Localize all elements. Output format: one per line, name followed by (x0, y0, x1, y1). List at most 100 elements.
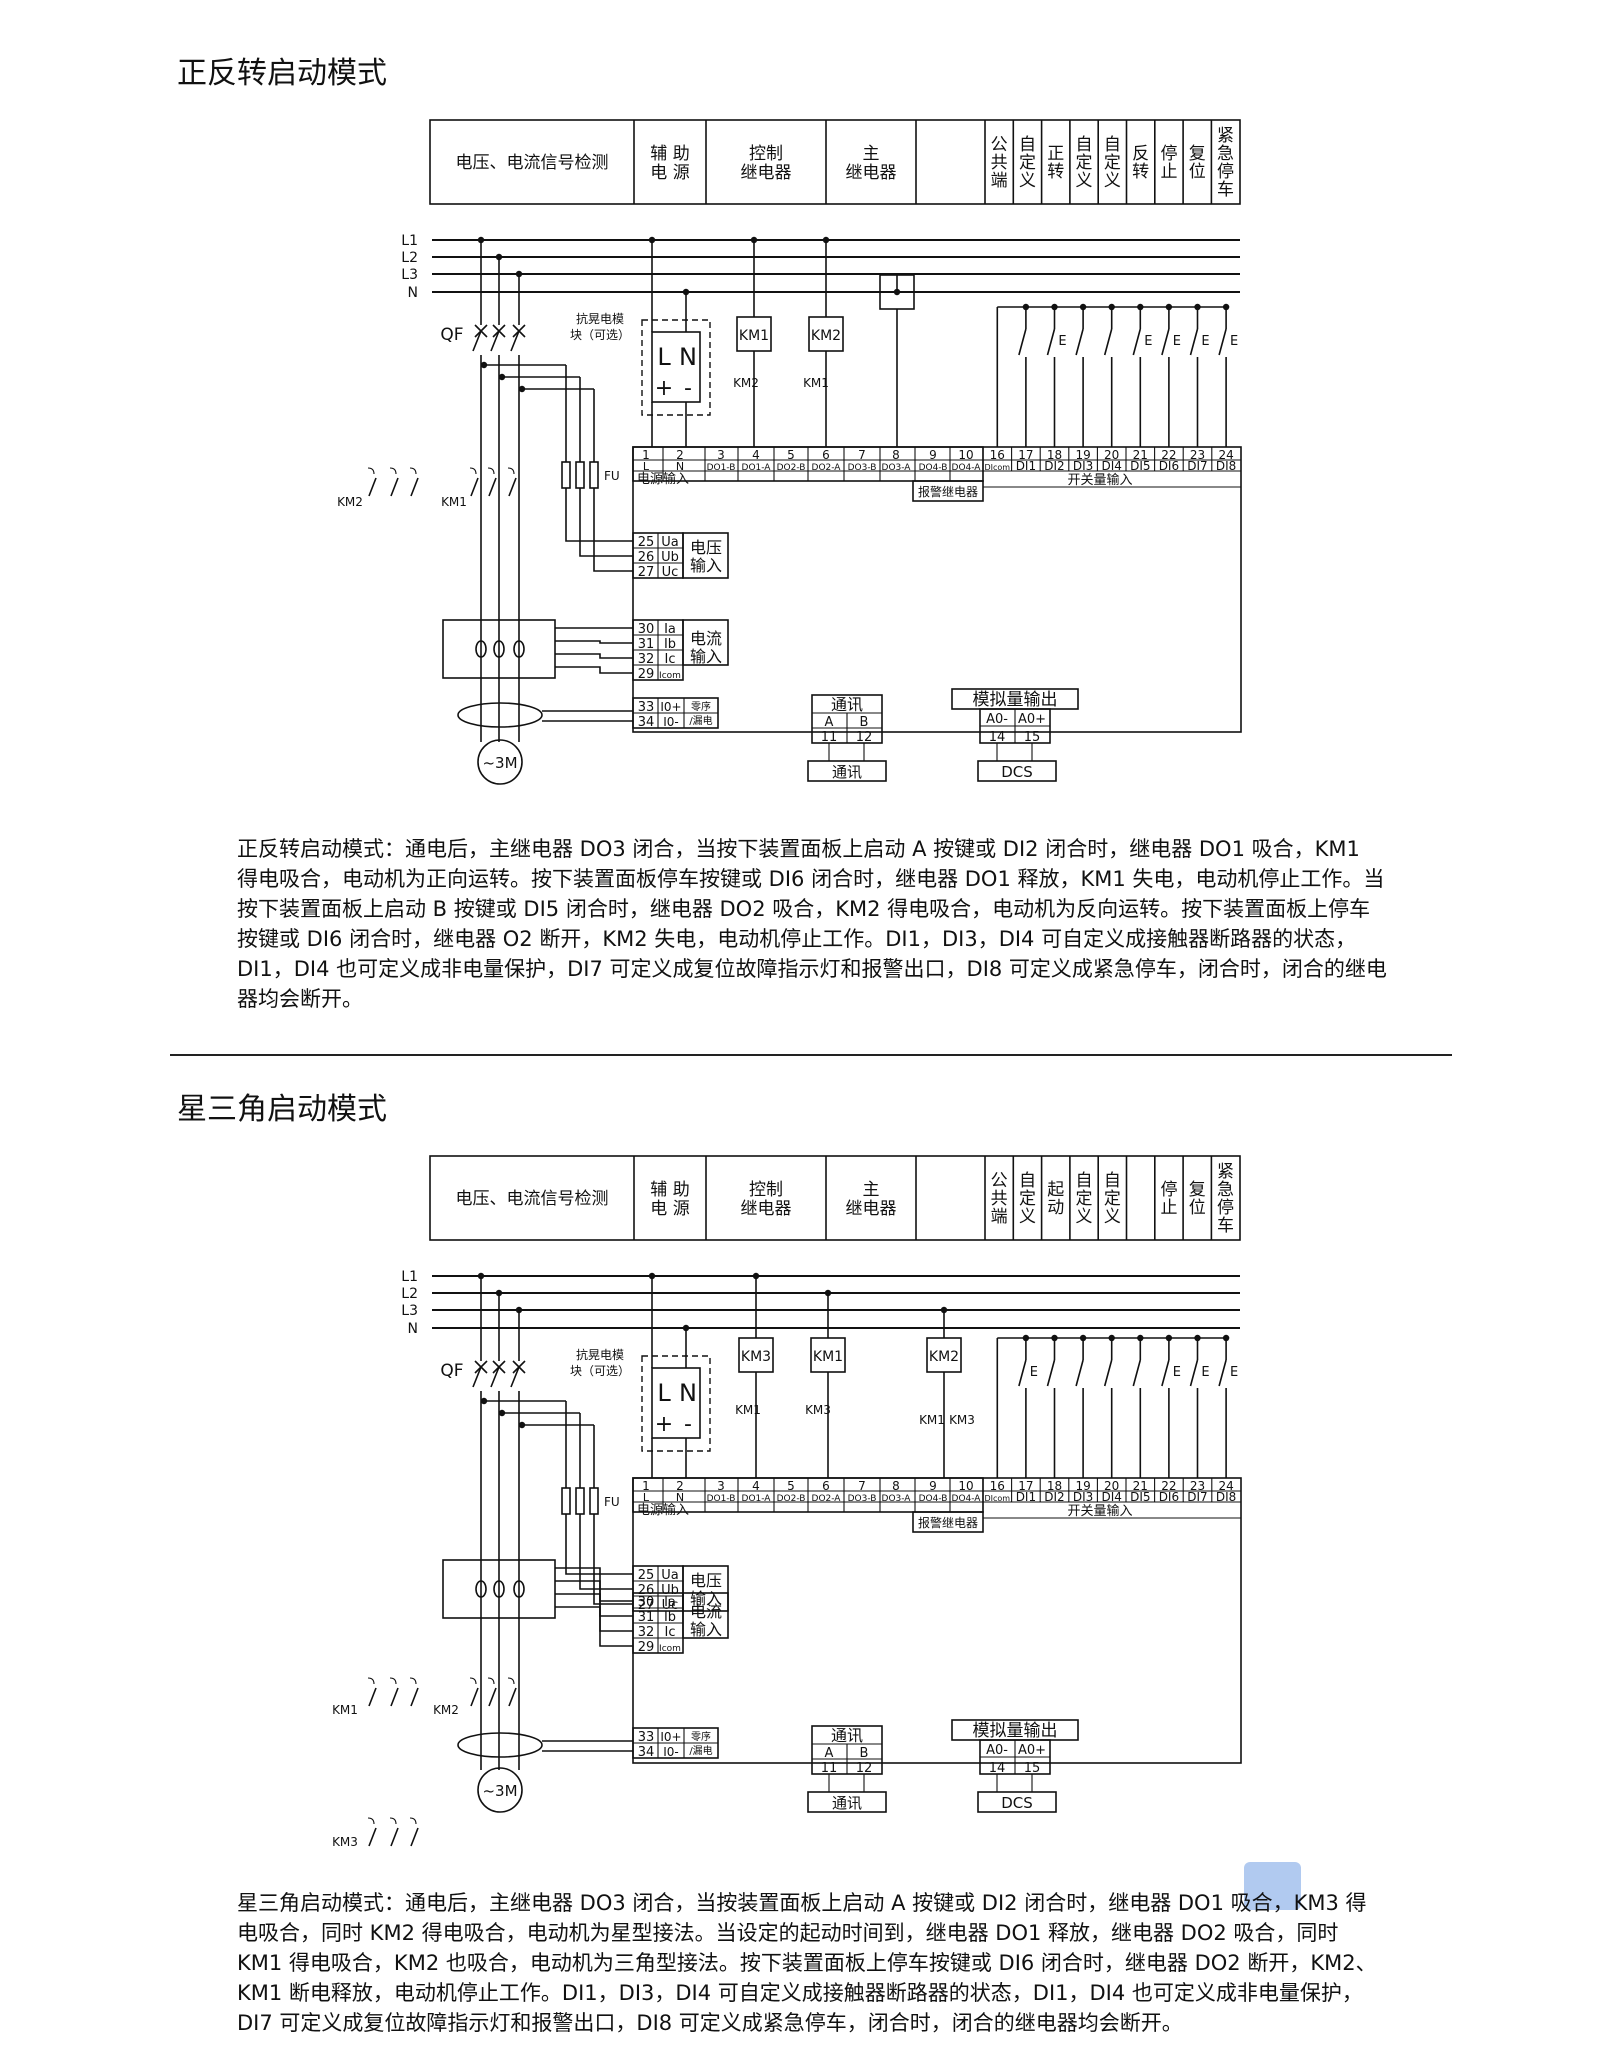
header-vertical-label: 停 (1217, 1198, 1234, 1218)
zero-terminal-number: 34 (638, 715, 655, 730)
dcs-box (977, 760, 1057, 782)
di-number: 16 (990, 448, 1005, 462)
current-input-label: 电流 (690, 629, 722, 648)
comm-ab-label: B (860, 715, 869, 730)
di-label: DI3 (1073, 1490, 1093, 1504)
header-cell-label: 控制 (749, 1180, 783, 1200)
breaker-contact (490, 330, 500, 352)
power-input-label: 电源输入 (637, 471, 689, 487)
header-vertical-label: 共 (991, 1189, 1008, 1209)
current-terminal-number: 32 (638, 1625, 655, 1640)
analog-label: A0+ (1018, 1743, 1046, 1758)
current-terminal-label: Ia (664, 1595, 676, 1610)
fuse-wire (593, 1514, 633, 1605)
header-vertical-label: 车 (1217, 1216, 1234, 1236)
contactor-contact (508, 477, 517, 497)
header-vertical-label: 自 (1104, 135, 1121, 155)
di-label: DI5 (1130, 1490, 1150, 1504)
header-cell-label: 电压、电流信号检测 (456, 1189, 609, 1209)
bus-label-N: N (408, 285, 418, 301)
current-transformer-box (442, 1559, 556, 1619)
fuse (561, 1487, 571, 1515)
di-switch (1103, 328, 1113, 356)
contactor-label: KM1 (441, 495, 467, 509)
contactor-contact (410, 1827, 419, 1847)
di-switch (1018, 328, 1027, 356)
header-cell-label: 电 源 (650, 163, 689, 183)
terminal-label: DO2-A (812, 463, 842, 473)
voltage-terminal-label: Uc (662, 1598, 679, 1613)
voltage-input-box (682, 1565, 729, 1612)
breaker-contact (472, 1366, 482, 1388)
surge-module-dashed-box (641, 319, 711, 416)
alarm-relay-label: 报警继电器 (918, 484, 978, 499)
header-vertical-label: 定 (1019, 1189, 1036, 1209)
comm-box-label: 通讯 (832, 1794, 862, 1812)
header-vertical-label: 紧 (1217, 126, 1234, 146)
current-input-box (682, 619, 729, 666)
fuse (575, 1487, 585, 1515)
section2-title: 星三角启动模式 (177, 1092, 387, 1127)
current-input-label: 电流 (690, 1602, 722, 1621)
analog-label: A0- (986, 1743, 1008, 1758)
junction-dot (480, 1397, 488, 1405)
di-label: DI2 (1044, 1490, 1064, 1504)
header-vertical-label: 停 (1217, 162, 1234, 182)
contactor-label: KM1 (332, 1703, 358, 1717)
relay-contact-label: KM1 (919, 1413, 945, 1427)
header-cell-label: 电压、电流信号检测 (456, 153, 609, 173)
voltage-input-box (682, 532, 729, 579)
alarm-relay-box (912, 1511, 984, 1533)
contactor-contact (390, 1687, 399, 1707)
terminal-label: DO1-A (742, 1494, 772, 1504)
header-cell-label: 电 源 (650, 1199, 689, 1219)
di-label: DIcom (984, 1494, 1010, 1503)
analog-terminal-number: 15 (1024, 1761, 1041, 1776)
contactor-label: KM2 (337, 495, 363, 509)
di-number: 17 (1018, 1479, 1033, 1493)
zero-sequence-label: 零序 (691, 700, 711, 713)
terminal-label: DO3-A (882, 1494, 912, 1504)
comm-box (807, 760, 887, 782)
zero-sequence-label: 零序 (691, 1730, 711, 1743)
terminal-label: DO4-B (919, 463, 948, 473)
di-label: DI4 (1101, 1490, 1121, 1504)
contactor-contact (390, 1827, 399, 1847)
terminal-label: DO2-B (777, 1494, 806, 1504)
motor-symbol (477, 739, 523, 785)
contactor-arc (389, 1817, 397, 1825)
header-vertical-label: 自 (1019, 1171, 1036, 1191)
surge-L: L (657, 1379, 671, 1407)
relay-coil-label: KM1 (739, 328, 769, 344)
contactor-label: KM2 (433, 1703, 459, 1717)
surge-module-dashed-box (641, 1355, 711, 1452)
terminal-label: DO2-A (812, 1494, 842, 1504)
voltage-terminal-label: Uc (662, 565, 679, 580)
ct-wire (555, 1606, 633, 1647)
surge-L: L (657, 343, 671, 371)
surge-minus: - (684, 376, 692, 401)
header-vertical-label: 停 (1160, 144, 1177, 164)
terminal-number: 10 (958, 1479, 973, 1493)
section2-description: 星三角启动模式：通电后，主继电器 DO3 闭合，当按装置面板上启动 A 按键或 … (237, 1891, 1377, 2035)
switch-input-label: 开关量输入 (1067, 472, 1132, 488)
header-vertical-label: 停 (1160, 1180, 1177, 1200)
analog-terminal-number: 14 (989, 730, 1006, 745)
terminal-number: 9 (929, 1479, 937, 1493)
current-terminal-label: Ib (664, 1610, 676, 1625)
current-terminal-number: 31 (638, 1610, 655, 1625)
voltage-terminal-number: 27 (638, 565, 655, 580)
di-number: 24 (1218, 1479, 1233, 1493)
ct-coil (493, 1580, 505, 1598)
di-pushbutton-mark: E (1173, 1365, 1181, 1380)
terminal-label: L (643, 460, 650, 473)
di-pushbutton-mark: E (1201, 1365, 1209, 1380)
di-number: 21 (1133, 1479, 1148, 1493)
header-table (429, 1155, 1241, 1241)
di-pushbutton-mark: E (1144, 334, 1152, 349)
di-label: DI8 (1216, 1490, 1236, 1504)
current-input-label: 输入 (690, 1620, 722, 1639)
qf-label: QF (440, 1361, 463, 1381)
header-cell-label: 继电器 (846, 163, 897, 183)
current-input-label: 输入 (690, 647, 722, 666)
